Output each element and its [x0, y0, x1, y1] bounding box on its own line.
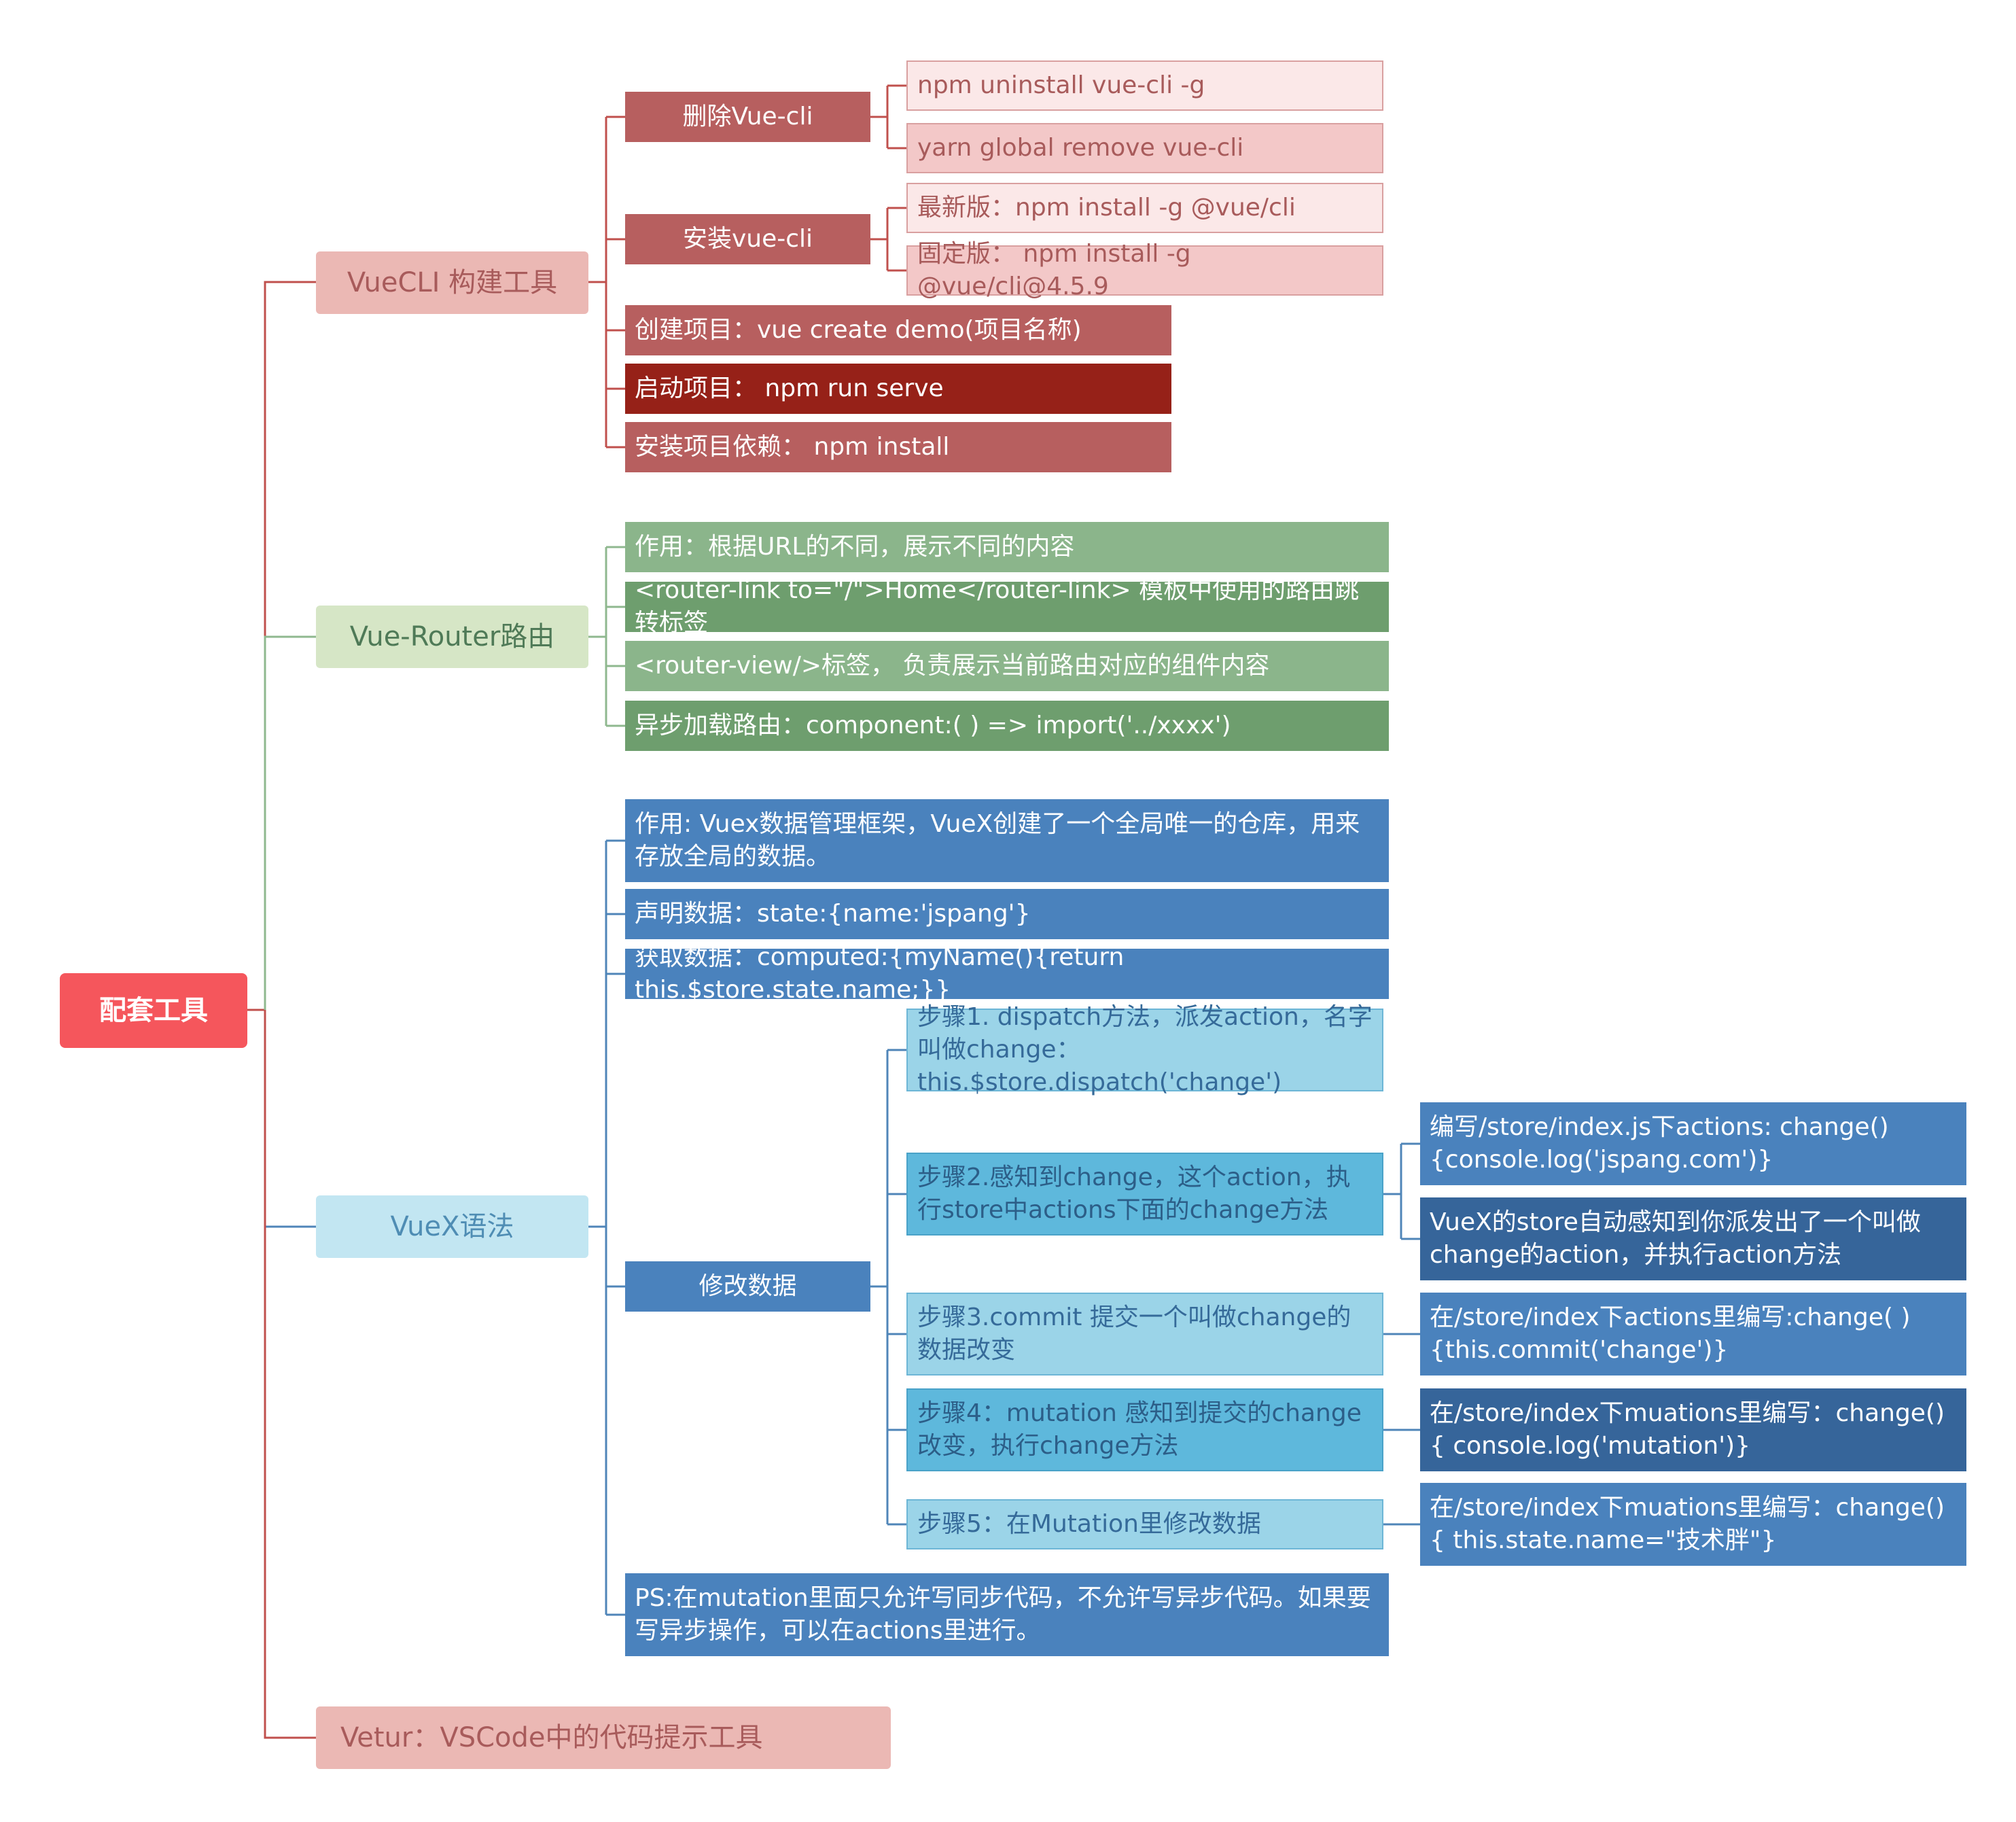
install-vuecli-node[interactable]: 安装vue-cli	[625, 214, 870, 264]
vuex-modify-node[interactable]: 修改数据	[625, 1261, 870, 1312]
vuecli-branch-line	[588, 116, 625, 449]
install-fixed-node[interactable]: 固定版： npm install -g @vue/cli@4.5.9	[906, 240, 1383, 300]
step3-action-node[interactable]: 在/store/index下actions里编写:change( ){this.…	[1420, 1293, 1966, 1376]
remove-branch-line	[870, 84, 906, 150]
start-project-node[interactable]: 启动项目： npm run serve	[625, 364, 1171, 414]
step5-mutation-node[interactable]: 在/store/index下muations里编写：change(){ this…	[1420, 1483, 1966, 1566]
remove-yarn-node[interactable]: yarn global remove vue-cli	[906, 123, 1383, 173]
step3-node[interactable]: 步骤3.commit 提交一个叫做change的数据改变	[906, 1293, 1383, 1376]
router-view-node[interactable]: <router-view/>标签， 负责展示当前路由对应的组件内容	[625, 641, 1389, 691]
router-purpose-node[interactable]: 作用：根据URL的不同，展示不同的内容	[625, 522, 1389, 572]
step4-mutation-node[interactable]: 在/store/index下muations里编写：change(){ cons…	[1420, 1388, 1966, 1471]
root-to-vuecli-line	[247, 281, 316, 1011]
router-link-node[interactable]: <router-link to="/">Home</router-link> 模…	[625, 576, 1389, 637]
router-branch-line	[588, 546, 625, 727]
remove-npm-node[interactable]: npm uninstall vue-cli -g	[906, 60, 1383, 111]
step2-store-node[interactable]: VueX的store自动感知到你派发出了一个叫做change的action，并执…	[1420, 1197, 1966, 1280]
remove-vuecli-node[interactable]: 删除Vue-cli	[625, 92, 870, 142]
step2-action-node[interactable]: 编写/store/index.js下actions: change(){cons…	[1420, 1102, 1966, 1185]
vuex-ps-node[interactable]: PS:在mutation里面只允许写同步代码，不允许写异步代码。如果要写异步操作…	[625, 1573, 1389, 1656]
router-async-node[interactable]: 异步加载路由：component:( ) => import('../xxxx'…	[625, 701, 1389, 751]
install-latest-node[interactable]: 最新版：npm install -g @vue/cli	[906, 183, 1383, 233]
root-to-router-line	[264, 635, 316, 1010]
root-to-vetur-line	[264, 1010, 316, 1739]
step5-node[interactable]: 步骤5：在Mutation里修改数据	[906, 1499, 1383, 1549]
step2-branch-line	[1383, 1142, 1420, 1240]
vuex-node[interactable]: VueX语法	[316, 1195, 588, 1258]
install-deps-node[interactable]: 安装项目依赖： npm install	[625, 422, 1171, 472]
create-project-node[interactable]: 创建项目：vue create demo(项目名称)	[625, 305, 1171, 355]
modify-branch-line	[870, 1049, 906, 1526]
root-node[interactable]: 配套工具	[60, 973, 247, 1048]
step4-node[interactable]: 步骤4：mutation 感知到提交的change改变，执行change方法	[906, 1388, 1383, 1471]
vetur-node[interactable]: Vetur：VSCode中的代码提示工具	[316, 1706, 891, 1769]
root-to-vuex-line	[264, 1010, 316, 1228]
vuecli-node[interactable]: VueCLI 构建工具	[316, 251, 588, 314]
step1-node[interactable]: 步骤1. dispatch方法，派发action，名字叫做change：this…	[906, 1003, 1383, 1096]
step2-node[interactable]: 步骤2.感知到change，这个action，执行store中actions下面…	[906, 1153, 1383, 1236]
vuex-declare-node[interactable]: 声明数据：state:{name:'jspang'}	[625, 889, 1389, 939]
router-node[interactable]: Vue-Router路由	[316, 606, 588, 668]
vuex-branch-line	[588, 839, 625, 1616]
vuex-get-node[interactable]: 获取数据：computed:{myName(){return this.$sto…	[625, 943, 1389, 1004]
install-branch-line	[870, 207, 906, 272]
vuex-purpose-node[interactable]: 作用: Vuex数据管理框架，VueX创建了一个全局唯一的仓库，用来存放全局的数…	[625, 799, 1389, 882]
